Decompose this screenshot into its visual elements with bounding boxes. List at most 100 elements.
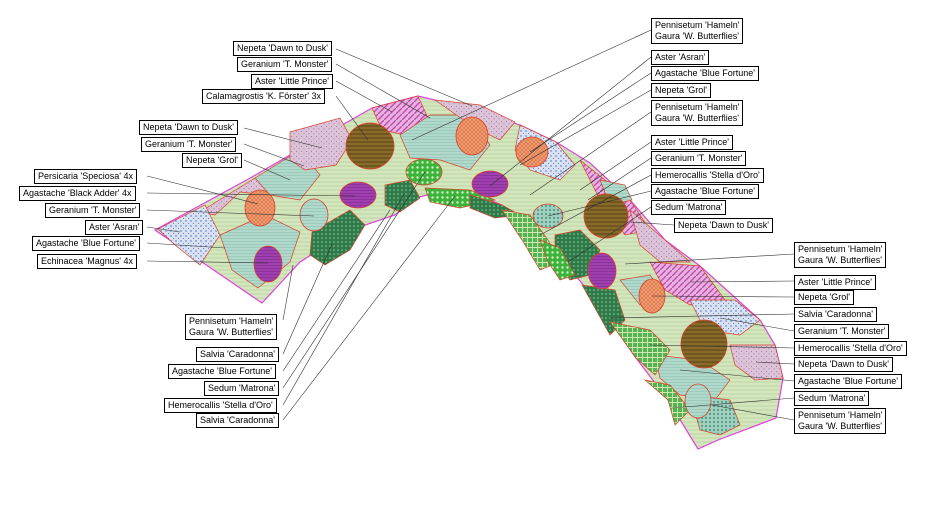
label-line: Geranium 'T. Monster' [49, 205, 137, 215]
label-line: Pennisetum 'Hameln' [655, 20, 740, 30]
label-line: Gaura 'W. Butterflies' [798, 255, 882, 265]
label-echinacea-magnus: Echinacea 'Magnus' 4x [37, 254, 137, 269]
label-line: Nepeta 'Dawn to Dusk' [798, 359, 889, 369]
plant-groups [244, 116, 728, 419]
patch-sedum-right [539, 239, 576, 281]
label-geranium-t-monster: Geranium 'T. Monster' [237, 57, 333, 72]
label-agastache-blue-fortune: Agastache 'Blue Fortune' [651, 184, 759, 199]
label-line: Agastache 'Blue Fortune' [655, 68, 755, 78]
calamagrostis-group-top [345, 122, 395, 170]
leader-lines-right [411, 29, 795, 421]
label-line: Pennisetum 'Hameln' [655, 102, 740, 112]
label-line: Sedum 'Matrona' [798, 393, 866, 403]
label-geranium-t-monster: Geranium 'T. Monster' [794, 324, 890, 339]
label-line: Salvia 'Caradonna' [200, 349, 275, 359]
label-nepeta-dawn-to-dusk: Nepeta 'Dawn to Dusk' [794, 357, 893, 372]
patch-salvia-left [309, 209, 366, 266]
label-hemerocallis-stella: Hemerocallis 'Stella d'Oro' [651, 168, 764, 183]
label-line: Geranium 'T. Monster' [241, 59, 329, 69]
label-line: Pennisetum 'Hameln' [798, 410, 883, 420]
label-pennisetum-gaura: Pennisetum 'Hameln'Gaura 'W. Butterflies… [651, 100, 744, 126]
patch-hemerocallis-center [384, 179, 421, 213]
echinacea-group-left [253, 245, 283, 283]
label-salvia-caradonna: Salvia 'Caradonna' [196, 413, 279, 428]
label-pennisetum-gaura: Pennisetum 'Hameln'Gaura 'W. Butterflies… [185, 314, 278, 340]
label-agastache-blue-fortune: Agastache 'Blue Fortune' [32, 236, 140, 251]
label-line: Gaura 'W. Butterflies' [798, 421, 882, 431]
label-nepeta-grol: Nepeta 'Grol' [651, 83, 711, 98]
label-calamagrostis: Calamagrostis 'K. Förster' 3x [202, 89, 325, 104]
label-nepeta-dawn-to-dusk: Nepeta 'Dawn to Dusk' [139, 120, 238, 135]
label-line: Aster 'Asran' [655, 52, 706, 62]
label-line: Gaura 'W. Butterflies' [655, 31, 739, 41]
label-agastache-blue-fortune: Agastache 'Blue Fortune' [168, 364, 276, 379]
calamagrostis-group-lowright [680, 319, 728, 369]
patch-hemerocallis-bottom [643, 379, 691, 426]
label-line: Gaura 'W. Butterflies' [189, 327, 273, 337]
label-line: Aster 'Little Prince' [655, 137, 729, 147]
label-line: Aster 'Little Prince' [798, 277, 872, 287]
label-line: Calamagrostis 'K. Förster' 3x [206, 91, 321, 101]
label-geranium-t-monster: Geranium 'T. Monster' [141, 137, 237, 152]
label-aster-little-prince: Aster 'Little Prince' [794, 275, 876, 290]
label-sedum-matrona: Sedum 'Matrona' [204, 381, 280, 396]
label-aster-little-prince: Aster 'Little Prince' [651, 135, 733, 150]
label-nepeta-dawn-to-dusk: Nepeta 'Dawn to Dusk' [233, 41, 332, 56]
label-aster-little-prince: Aster 'Little Prince' [251, 74, 333, 89]
label-aster-asran: Aster 'Asran' [651, 50, 710, 65]
label-line: Nepeta 'Dawn to Dusk' [237, 43, 328, 53]
label-geranium-t-monster: Geranium 'T. Monster' [651, 151, 747, 166]
label-line: Agastache 'Black Adder' 4x [23, 188, 132, 198]
agastache-black-adder-group-center [471, 170, 509, 198]
aster-asran-group-center [405, 158, 443, 186]
label-line: Sedum 'Matrona' [655, 202, 723, 212]
label-sedum-matrona: Sedum 'Matrona' [794, 391, 870, 406]
patch-hemerocallis-lowright [609, 321, 671, 376]
label-nepeta-grol: Nepeta 'Grol' [794, 290, 854, 305]
label-line: Echinacea 'Magnus' 4x [41, 256, 133, 266]
label-line: Salvia 'Caradonna' [798, 309, 873, 319]
label-line: Nepeta 'Grol' [186, 155, 238, 165]
label-line: Nepeta 'Grol' [655, 85, 707, 95]
label-line: Pennisetum 'Hameln' [798, 244, 883, 254]
label-line: Aster 'Asran' [89, 222, 140, 232]
label-line: Agastache 'Blue Fortune' [798, 376, 898, 386]
label-nepeta-dawn-to-dusk: Nepeta 'Dawn to Dusk' [674, 218, 773, 233]
leader-lines [146, 48, 473, 421]
persicaria-group-top [455, 116, 489, 156]
label-pennisetum-gaura: Pennisetum 'Hameln'Gaura 'W. Butterflies… [794, 408, 887, 434]
label-line: Nepeta 'Dawn to Dusk' [678, 220, 769, 230]
label-aster-asran: Aster 'Asran' [85, 220, 144, 235]
label-agastache-blue-fortune: Agastache 'Blue Fortune' [794, 374, 902, 389]
label-pennisetum-gaura: Pennisetum 'Hameln'Gaura 'W. Butterflies… [651, 18, 744, 44]
label-salvia-caradonna: Salvia 'Caradonna' [794, 307, 877, 322]
label-hemerocallis-stella: Hemerocallis 'Stella d'Oro' [164, 398, 277, 413]
label-pennisetum-gaura: Pennisetum 'Hameln'Gaura 'W. Butterflies… [794, 242, 887, 268]
label-line: Agastache 'Blue Fortune' [172, 366, 272, 376]
label-line: Nepeta 'Dawn to Dusk' [143, 122, 234, 132]
geranium-group-bottom [684, 383, 712, 419]
agastache-black-adder-group-left [339, 181, 377, 209]
label-nepeta-grol: Nepeta 'Grol' [182, 153, 242, 168]
label-persicaria-speciosa: Persicaria 'Speciosa' 4x [34, 169, 137, 184]
label-line: Pennisetum 'Hameln' [189, 316, 274, 326]
label-line: Hemerocallis 'Stella d'Oro' [168, 400, 273, 410]
label-line: Agastache 'Blue Fortune' [655, 186, 755, 196]
label-line: Sedum 'Matrona' [208, 383, 276, 393]
patch-aster-asran-left [157, 204, 221, 266]
label-agastache-black-adder: Agastache 'Black Adder' 4x [19, 186, 136, 201]
label-line: Persicaria 'Speciosa' 4x [38, 171, 133, 181]
label-line: Agastache 'Blue Fortune' [36, 238, 136, 248]
agastache-black-adder-group-right [587, 252, 617, 290]
label-line: Hemerocallis 'Stella d'Oro' [798, 343, 903, 353]
patch-nepeta-dawn-lowright [729, 344, 784, 381]
label-sedum-matrona: Sedum 'Matrona' [651, 200, 727, 215]
label-line: Hemerocallis 'Stella d'Oro' [655, 170, 760, 180]
label-line: Geranium 'T. Monster' [145, 139, 233, 149]
label-hemerocallis-stella: Hemerocallis 'Stella d'Oro' [794, 341, 907, 356]
label-line: Salvia 'Caradonna' [200, 415, 275, 425]
geranium-group-left [299, 198, 329, 232]
label-geranium-t-monster: Geranium 'T. Monster' [45, 203, 141, 218]
label-line: Geranium 'T. Monster' [655, 153, 743, 163]
